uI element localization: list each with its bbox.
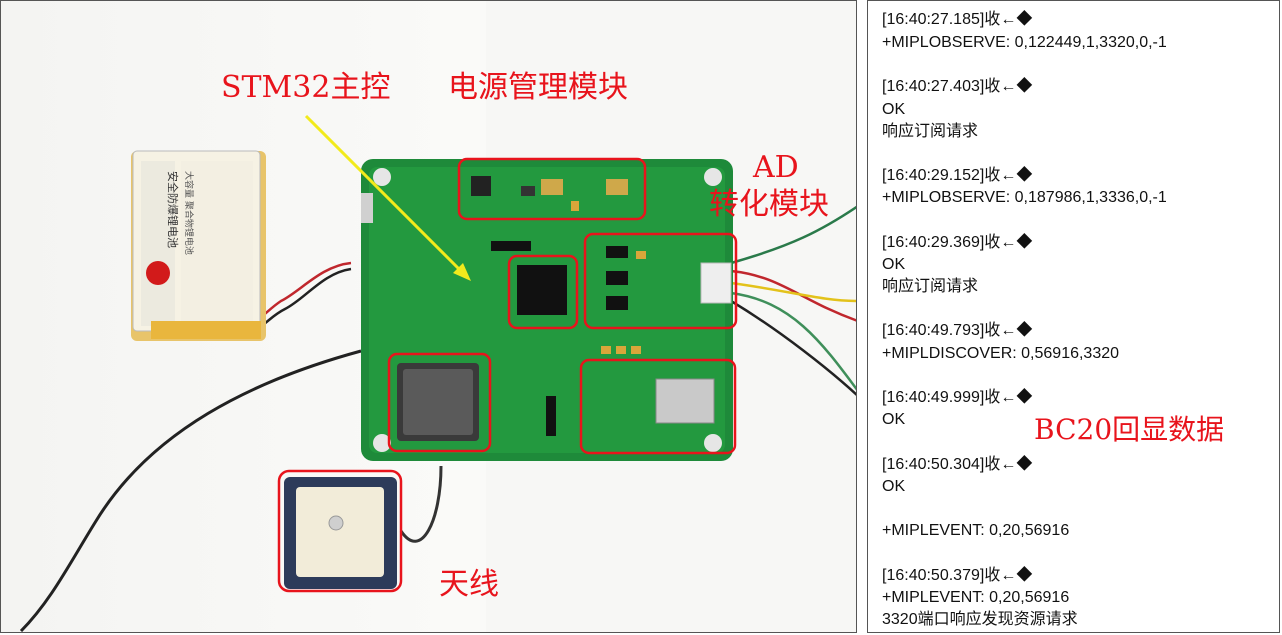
- stm32-box: [507, 254, 579, 330]
- label-ad-line1: AD: [753, 150, 799, 185]
- power-module-box: [457, 157, 647, 221]
- sim-slot: [655, 378, 715, 424]
- log-line: +MIPLDISCOVER: 0,56916,3320: [882, 345, 1120, 362]
- log-line: OK: [882, 478, 906, 495]
- log-line: [16:40:27.185]收←◆: [882, 11, 1033, 28]
- log-line: [16:40:29.369]收←◆: [882, 234, 1033, 251]
- highlight-boxes: [277, 157, 738, 593]
- label-stm32: STM32主控: [221, 70, 391, 105]
- log-line: OK: [882, 256, 906, 273]
- log-line: 响应订阅请求: [882, 123, 979, 140]
- sim-box: [579, 358, 737, 455]
- device-photo: 安全防爆锂电池 大容量 聚合物锂电池: [0, 0, 857, 633]
- bc20-echo-label: BC20回显数据: [1034, 413, 1225, 446]
- label-ad-line2: 转化模块: [709, 187, 829, 222]
- rf-cable: [19, 349, 362, 632]
- log-line: OK: [882, 101, 906, 118]
- pcb-board: [361, 159, 733, 461]
- antenna-box: [277, 469, 403, 593]
- log-line: +MIPLEVENT: 0,20,56916: [882, 522, 1070, 539]
- log-line: [16:40:49.999]收←◆: [882, 389, 1033, 406]
- battery: 安全防爆锂电池 大容量 聚合物锂电池: [131, 150, 266, 341]
- log-line: +MIPLOBSERVE: 0,122449,1,3320,0,-1: [882, 34, 1167, 51]
- label-antenna: 天线: [439, 567, 499, 602]
- battery-wire-black: [252, 267, 352, 331]
- log-line: +MIPLEVENT: 0,20,56916: [882, 589, 1070, 606]
- log-line: [16:40:49.793]收←◆: [882, 322, 1033, 339]
- stm32-arrow: [304, 114, 471, 281]
- log-line: [16:40:50.304]收←◆: [882, 456, 1033, 473]
- label-power-module: 电源管理模块: [448, 70, 628, 105]
- battery-label-1: 安全防爆锂电池: [166, 171, 180, 248]
- log-line: 3320端口响应发现资源请求: [882, 611, 1078, 628]
- log-line: 响应订阅请求: [882, 278, 979, 295]
- photo-scene: 安全防爆锂电池 大容量 聚合物锂电池: [19, 1, 856, 632]
- battery-label-2: 大容量 聚合物锂电池: [183, 171, 195, 255]
- ad-module-box: [583, 232, 738, 330]
- log-line: OK: [882, 411, 906, 428]
- serial-log-panel: [16:40:27.185]收←◆ +MIPLOBSERVE: 0,122449…: [867, 0, 1280, 633]
- gnss-antenna: [284, 477, 397, 589]
- stm32-chip: [517, 265, 567, 315]
- log-line: [16:40:29.152]收←◆: [882, 167, 1033, 184]
- gnss-cable: [399, 465, 443, 543]
- log-line: [16:40:27.403]收←◆: [882, 78, 1033, 95]
- log-line: [16:40:50.379]收←◆: [882, 567, 1033, 584]
- log-line: +MIPLOBSERVE: 0,187986,1,3336,0,-1: [882, 189, 1167, 206]
- bc20-box: [387, 352, 492, 453]
